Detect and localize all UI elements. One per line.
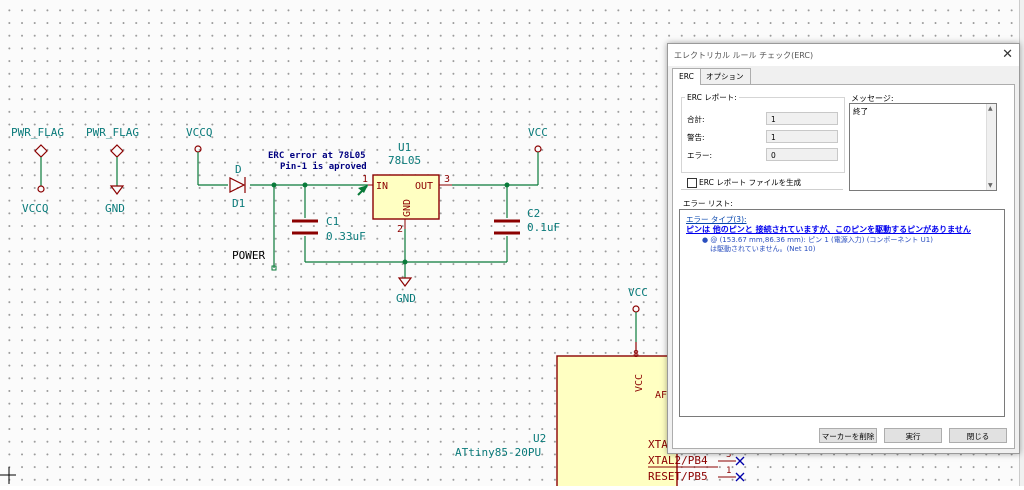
u2-pin1: 1 bbox=[726, 466, 731, 476]
error-type-link[interactable]: エラー タイプ(3): bbox=[686, 215, 747, 224]
u2-pin8: 8 bbox=[633, 349, 639, 360]
u1-pin-in: IN bbox=[376, 181, 388, 192]
diode-symbol bbox=[229, 177, 246, 193]
vccq-label: VCCQ bbox=[22, 202, 49, 215]
erc-note-line1: ERC error at 78L05 bbox=[268, 151, 366, 161]
c1-value: 0.33uF bbox=[326, 230, 366, 243]
generate-report-label: ERC レポート ファイルを生成 bbox=[699, 178, 802, 187]
capacitor-symbols bbox=[292, 219, 520, 235]
errors-value: 0 bbox=[766, 148, 838, 161]
u1-pin-gnd: GND bbox=[402, 199, 413, 217]
error-main-link[interactable]: ピンは 他のピンと 接続されていますが、このピンを駆動するピンがありません bbox=[686, 225, 971, 234]
u1-body[interactable] bbox=[372, 174, 440, 220]
u2-value: ATtiny85-20PU bbox=[455, 446, 541, 459]
messages-scrollbar[interactable]: ▲ ▼ bbox=[986, 104, 996, 190]
erc-tab-pane: ERC レポート: 合計: 1 警告: 1 エラー: 0 メッセージ: 終了 ▲… bbox=[672, 84, 1015, 449]
close-icon[interactable]: ✕ bbox=[1002, 47, 1013, 62]
power-net-label: POWER bbox=[232, 249, 265, 262]
pwr-flag-label: PWR_FLAG bbox=[86, 126, 139, 139]
u2-pin-vcc: VCC bbox=[634, 374, 645, 392]
vcc-label: VCC bbox=[628, 286, 648, 299]
u1-value: 78L05 bbox=[388, 154, 421, 167]
c2-value: 0.1uF bbox=[527, 221, 560, 234]
scroll-down-icon[interactable]: ▼ bbox=[988, 182, 993, 189]
dialog-title: エレクトリカル ルール チェック(ERC) bbox=[674, 51, 814, 60]
pwr-flag-label: PWR_FLAG bbox=[11, 126, 64, 139]
messages-box[interactable]: 終了 ▲ ▼ bbox=[849, 103, 997, 191]
pwr-flag-symbols bbox=[34, 144, 125, 195]
u1-ref: U1 bbox=[398, 141, 411, 154]
error-detail[interactable]: ● @ (153.67 mm,86.36 mm): ピン 1 (電源入力) (コ… bbox=[702, 236, 933, 254]
u1-pin2: 2 bbox=[397, 224, 403, 235]
vccq-label: VCCQ bbox=[186, 126, 213, 139]
tab-erc[interactable]: ERC bbox=[672, 68, 701, 85]
messages-label: メッセージ: bbox=[851, 94, 894, 103]
report-group bbox=[681, 97, 845, 173]
error-detail-line: ● @ (153.67 mm,86.36 mm): ピン 1 (電源入力) (コ… bbox=[702, 236, 933, 244]
erc-marker-icon[interactable] bbox=[357, 185, 368, 196]
total-value: 1 bbox=[766, 112, 838, 125]
c2-ref: C2 bbox=[527, 207, 540, 220]
gnd-label: GND bbox=[105, 202, 125, 215]
report-group-label: ERC レポート: bbox=[685, 92, 739, 103]
u2-ref: U2 bbox=[533, 432, 546, 445]
u2-pb4-pin: XTAL2/PB4 bbox=[648, 454, 708, 467]
warnings-value: 1 bbox=[766, 130, 838, 143]
u1-pin-out: OUT bbox=[415, 181, 433, 192]
diode-ref: D1 bbox=[232, 197, 245, 210]
errors-label: エラー: bbox=[687, 151, 713, 160]
error-list-label: エラー リスト: bbox=[683, 199, 733, 208]
messages-text: 終了 bbox=[853, 107, 868, 116]
scroll-up-icon[interactable]: ▲ bbox=[988, 105, 993, 112]
c1-ref: C1 bbox=[326, 215, 339, 228]
separator bbox=[681, 189, 843, 190]
dialog-titlebar[interactable]: エレクトリカル ルール チェック(ERC) ✕ bbox=[668, 44, 1019, 66]
no-connect-icon bbox=[735, 456, 745, 482]
u1-pin1: 1 bbox=[362, 174, 368, 185]
vcc-label: VCC bbox=[528, 126, 548, 139]
diode-value: D bbox=[235, 163, 242, 176]
u1-pin3: 3 bbox=[444, 174, 450, 185]
erc-note-line2: Pin-1 is aproved bbox=[280, 161, 367, 172]
run-button[interactable]: 実行 bbox=[884, 428, 942, 443]
error-detail-line: は駆動されていません。(Net 10) bbox=[710, 245, 816, 253]
erc-dialog: エレクトリカル ルール チェック(ERC) ✕ ERC オプション ERC レポ… bbox=[667, 43, 1020, 454]
delete-markers-button[interactable]: マーカーを削除 bbox=[819, 428, 877, 443]
u2-pin3: 3 bbox=[726, 450, 731, 460]
u2-pb5-pin: RESET/PB5 bbox=[648, 470, 708, 483]
u2-partial-label: AF bbox=[655, 390, 667, 401]
error-list[interactable]: エラー タイプ(3): ピンは 他のピンと 接続されていますが、このピンを駆動す… bbox=[679, 209, 1005, 417]
warnings-label: 警告: bbox=[687, 133, 705, 142]
u2-body[interactable] bbox=[556, 355, 678, 490]
crosshair-cursor-icon bbox=[0, 467, 16, 484]
total-label: 合計: bbox=[687, 115, 705, 124]
close-button[interactable]: 閉じる bbox=[949, 428, 1007, 443]
gnd-label: GND bbox=[396, 292, 416, 305]
tab-options[interactable]: オプション bbox=[699, 68, 751, 84]
generate-report-checkbox[interactable] bbox=[687, 178, 697, 188]
